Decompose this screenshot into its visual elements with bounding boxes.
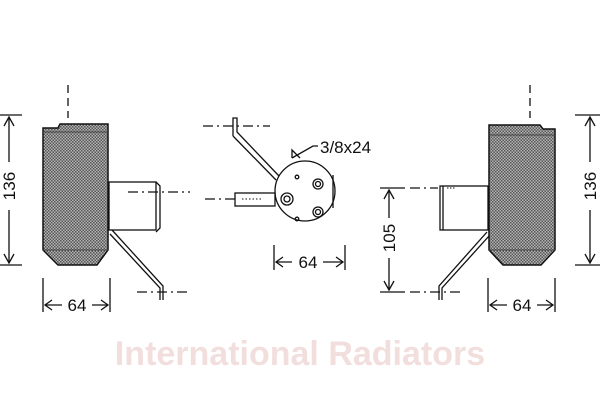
right-width-label: 64 bbox=[513, 296, 532, 315]
thread-label: 3/8x24 bbox=[320, 138, 371, 157]
center-top-view: 3/8x24 64 bbox=[203, 117, 371, 272]
outlet-pipe bbox=[439, 185, 489, 231]
drier-body bbox=[488, 124, 556, 266]
pipe-offset-label: 105 bbox=[380, 224, 399, 252]
right-height-label: 136 bbox=[581, 172, 600, 200]
watermark-text: International Radiators bbox=[115, 335, 485, 373]
left-height-label: 136 bbox=[0, 172, 19, 200]
drier-end-circle bbox=[274, 160, 336, 222]
drier-body bbox=[42, 123, 109, 266]
outlet-pipe bbox=[108, 181, 157, 231]
left-drier-view: 136 64 bbox=[0, 85, 190, 315]
inlet-pipe bbox=[234, 192, 276, 207]
watermark: International Radiators bbox=[115, 335, 485, 373]
left-width-label: 64 bbox=[68, 296, 87, 315]
right-drier-view: 105 136 64 bbox=[380, 85, 600, 315]
center-width-label: 64 bbox=[299, 253, 318, 272]
